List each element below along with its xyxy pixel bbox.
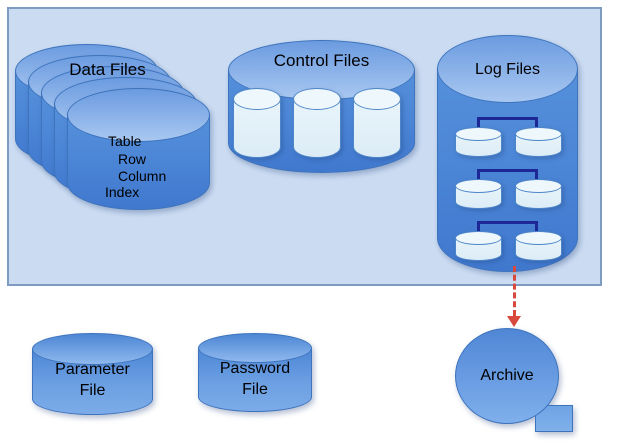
log-to-archive-arrow-head <box>507 316 521 327</box>
cylinder-top <box>198 333 312 363</box>
data-files-stack: Table Row Column Index Data Files <box>15 44 215 219</box>
log-group-connector <box>477 221 538 235</box>
archive-shape: Archive <box>455 328 575 433</box>
log-group-connector <box>477 169 538 183</box>
control-files-label: Control Files <box>273 51 370 70</box>
cylinder-top <box>515 231 562 245</box>
cylinder-top <box>437 35 578 103</box>
log-file-cylinder <box>515 231 562 261</box>
data-file-cylinder-front: Table Row Column Index <box>67 88 210 210</box>
cylinder-top <box>293 88 341 110</box>
log-file-cylinder <box>515 179 562 209</box>
cylinder-top <box>515 127 562 141</box>
parameter-file-label-line2: File <box>79 382 106 399</box>
log-file-cylinder <box>515 127 562 157</box>
cylinder-top <box>233 88 281 110</box>
data-files-item-column: Column <box>118 168 167 184</box>
log-to-archive-arrow-line <box>513 266 516 316</box>
data-files-item-row: Row <box>118 151 147 167</box>
log-file-cylinder <box>455 179 502 209</box>
cylinder-top <box>455 179 502 193</box>
archive-label: Archive <box>480 367 534 384</box>
log-file-cylinder <box>455 231 502 261</box>
password-file-label-line1: Password <box>219 360 291 377</box>
control-files-cylinder: Control Files <box>228 40 415 173</box>
log-files-cylinder: Log Files <box>437 35 578 272</box>
log-file-cylinder <box>455 127 502 157</box>
control-file-cylinder <box>353 88 401 158</box>
cylinder-top <box>455 127 502 141</box>
archive-circle: Archive <box>455 328 559 424</box>
cylinder-top <box>67 88 210 142</box>
password-file-label-line2: File <box>242 381 268 398</box>
control-file-cylinder <box>293 88 341 158</box>
cylinder-top <box>455 231 502 245</box>
cylinder-top <box>32 333 153 365</box>
data-files-item-index: Index <box>105 184 140 200</box>
password-file-label: Password File <box>198 358 312 400</box>
data-files-item-table: Table <box>108 133 142 149</box>
cylinder-top <box>353 88 401 110</box>
parameter-file-cylinder: Parameter File <box>32 333 153 415</box>
password-file-cylinder: Password File <box>198 333 312 412</box>
cylinder-top <box>515 179 562 193</box>
log-files-label: Log Files <box>475 61 540 78</box>
parameter-file-label-line1: Parameter <box>55 361 130 378</box>
data-files-label: Data Files <box>69 60 146 79</box>
control-file-cylinder <box>233 88 281 158</box>
log-group-connector <box>477 117 538 131</box>
parameter-file-label: Parameter File <box>32 359 153 401</box>
